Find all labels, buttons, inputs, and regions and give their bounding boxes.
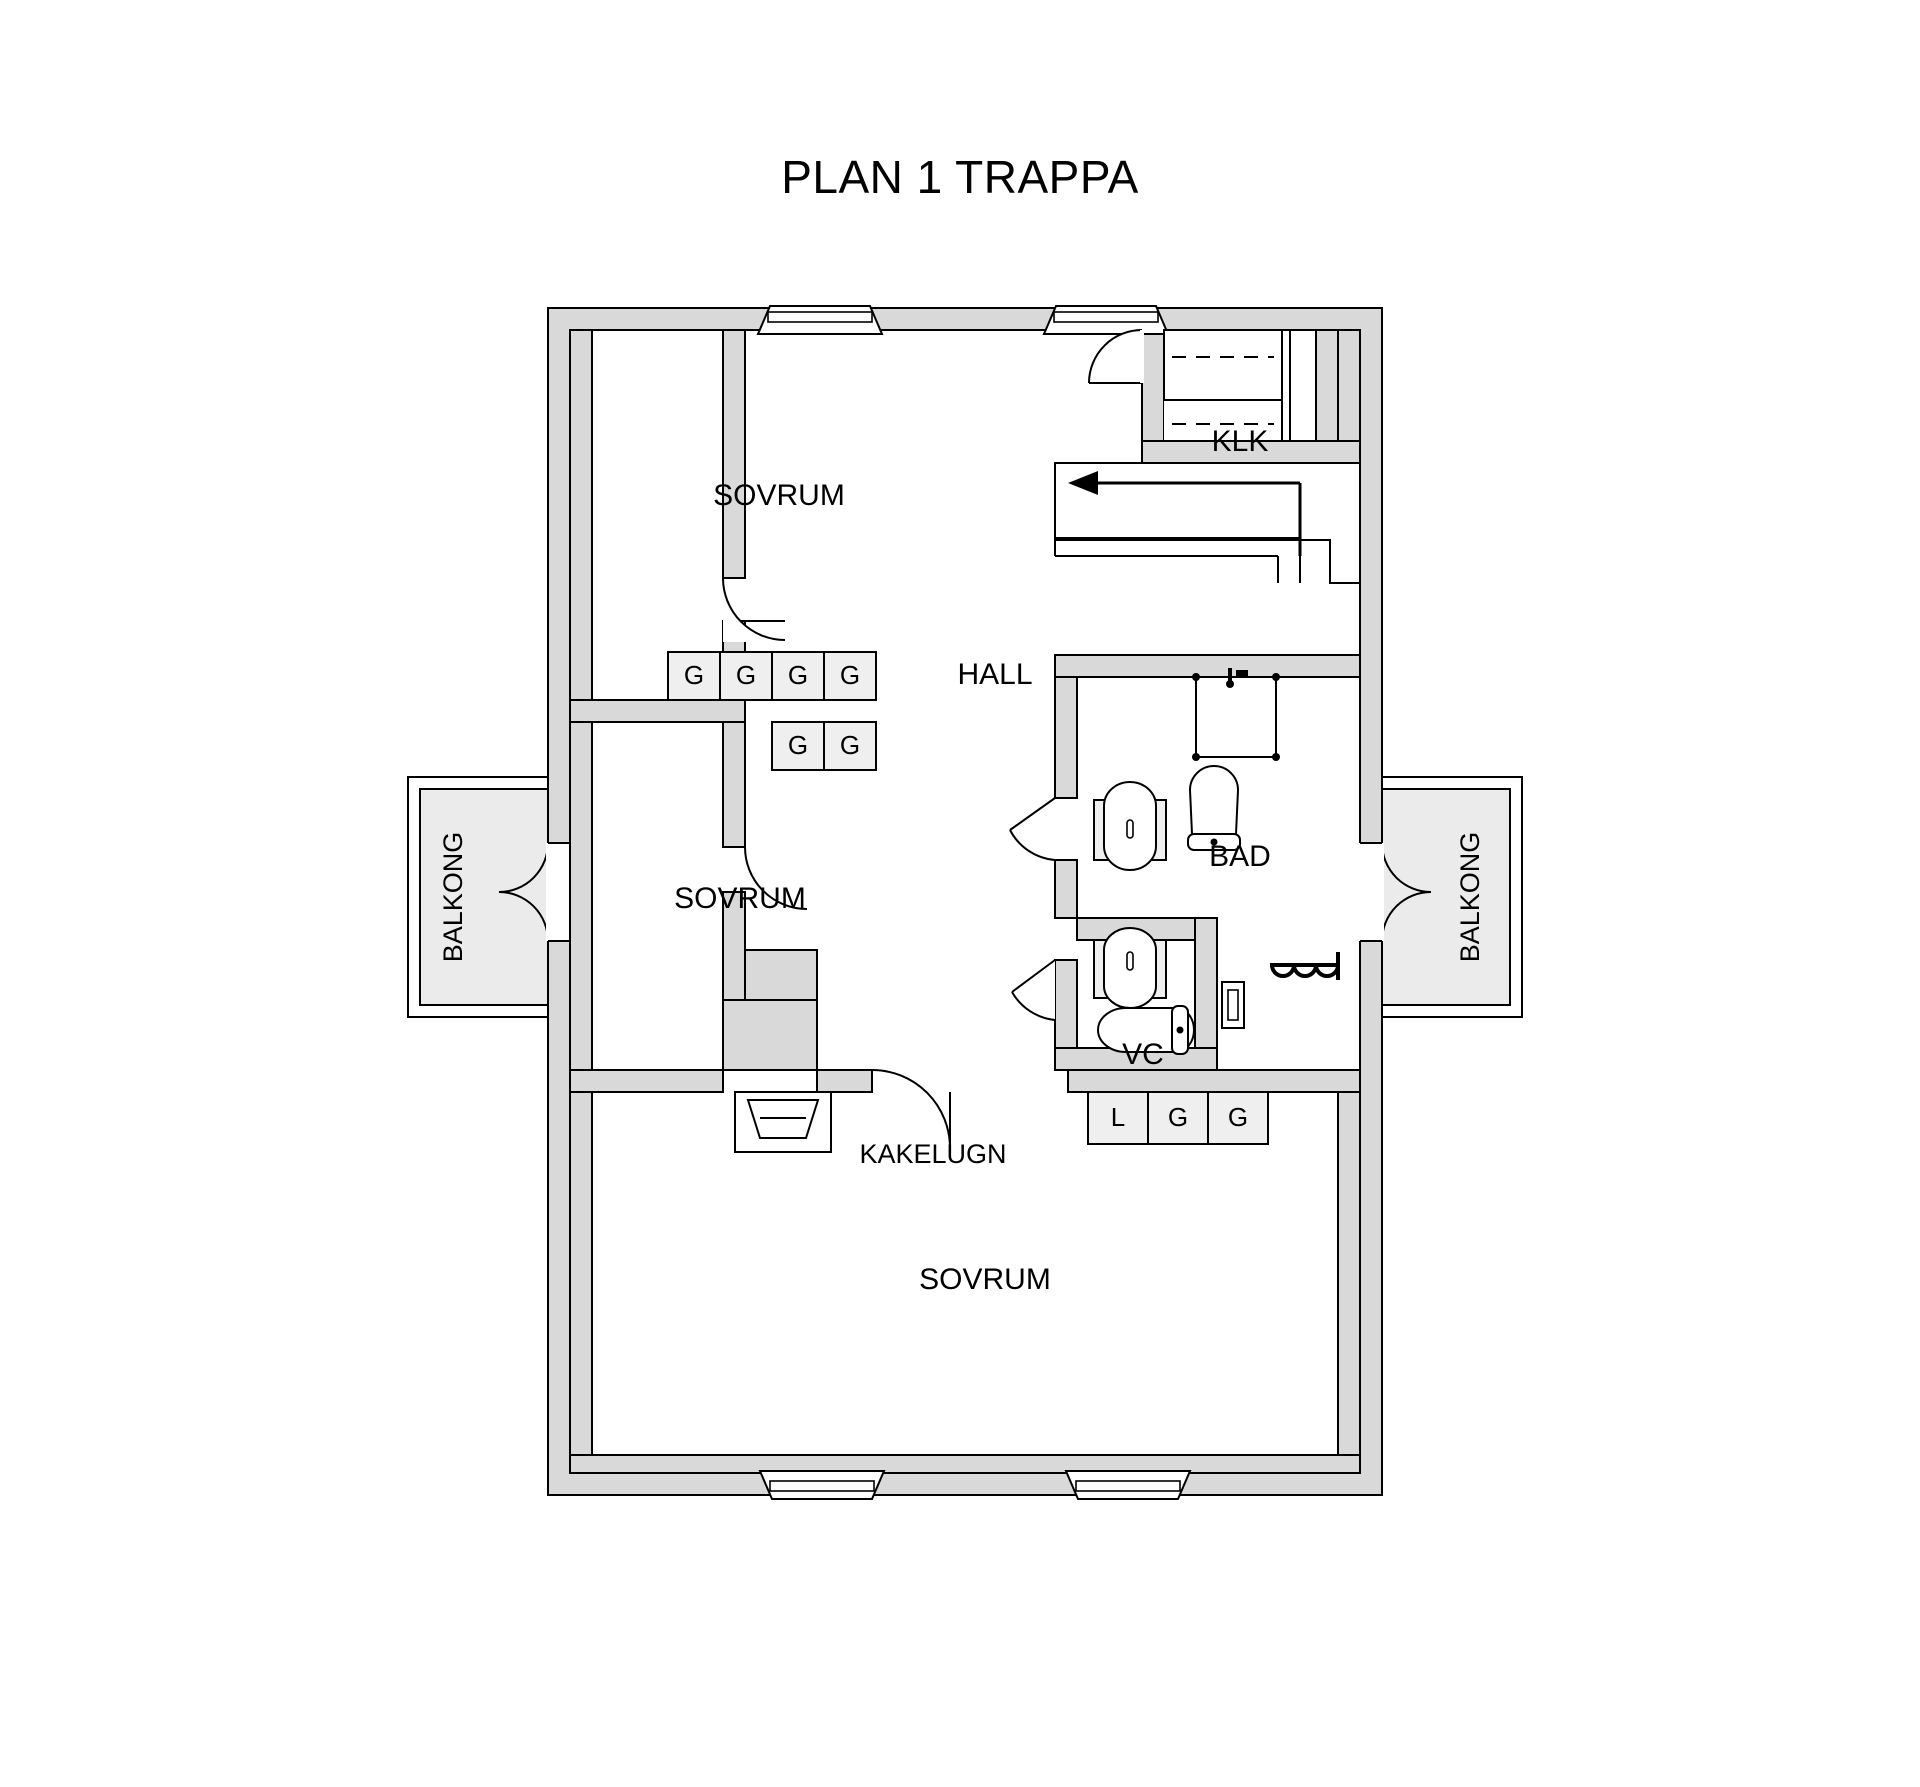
- door-sovrum-top-left: [722, 577, 786, 642]
- closet-box: L: [1087, 1091, 1149, 1145]
- closet-box: G: [719, 651, 773, 701]
- closet-box: G: [1207, 1091, 1269, 1145]
- balcony-left: BALKONG: [407, 776, 550, 1018]
- room-label-sovrum-bottom: SOVRUM: [919, 1263, 1051, 1296]
- klk-door: [1088, 329, 1144, 384]
- kakelugn-fixture: [734, 1091, 832, 1153]
- window-top-left: [756, 305, 884, 335]
- balcony-left-opening: [546, 843, 572, 941]
- vc-sink: [1093, 927, 1167, 1009]
- balcony-right-label: BALKONG: [1455, 832, 1485, 963]
- door-bad: [1009, 797, 1056, 861]
- room-label-bad: BAD: [1209, 840, 1271, 873]
- page-title: PLAN 1 TRAPPA: [781, 151, 1139, 203]
- room-label-hall: HALL: [957, 658, 1032, 691]
- door-vc: [1011, 959, 1056, 1021]
- room-label-vc: VC: [1122, 1038, 1164, 1071]
- room-label-sovrum-middle-left: SOVRUM: [674, 882, 806, 915]
- balcony-left-label: BALKONG: [438, 832, 468, 963]
- closet-box: G: [823, 651, 877, 701]
- room-label-klk: KLK: [1212, 425, 1269, 458]
- closet-label: G: [788, 660, 808, 690]
- closet-row-upper: G G G G: [667, 651, 877, 701]
- fixture-label-kakelugn: KAKELUGN: [859, 1139, 1006, 1169]
- closet-label: G: [736, 660, 756, 690]
- bad-towel-radiator: [1270, 952, 1340, 980]
- vc-toilet: [1097, 1005, 1195, 1055]
- closet-label: G: [1168, 1102, 1188, 1132]
- door-sovrum-middle: [744, 846, 808, 910]
- closet-box: G: [771, 651, 825, 701]
- closet-box: G: [771, 721, 825, 771]
- balcony-right-opening: [1358, 843, 1384, 941]
- closet-label: G: [788, 730, 808, 760]
- bad-sink: [1093, 781, 1167, 871]
- bad-toilet: [1187, 765, 1241, 851]
- closet-label: L: [1111, 1102, 1125, 1132]
- windows: [756, 305, 1192, 1500]
- stairs: [1054, 462, 1361, 584]
- closet-box: G: [667, 651, 721, 701]
- bad-shower: [1192, 668, 1280, 761]
- closet-box: G: [1147, 1091, 1209, 1145]
- window-top-hall: [1042, 305, 1170, 335]
- closet-row-lower: G G: [771, 721, 877, 771]
- bad-cabinet: [1221, 981, 1245, 1029]
- closet-row-bottom: L G G: [1087, 1091, 1269, 1145]
- window-bottom-left: [758, 1470, 886, 1500]
- interior-walls: [569, 329, 1361, 1474]
- closet-label: G: [684, 660, 704, 690]
- closet-label: G: [840, 660, 860, 690]
- window-bottom-right: [1064, 1470, 1192, 1500]
- closet-box: G: [823, 721, 877, 771]
- room-label-sovrum-top-left: SOVRUM: [713, 479, 845, 512]
- balcony-right: BALKONG: [1380, 776, 1523, 1018]
- closet-label: G: [1228, 1102, 1248, 1132]
- closet-label: G: [840, 730, 860, 760]
- door-sovrum-bottom: [871, 1069, 951, 1149]
- shower-mixer-icon: [1226, 668, 1248, 688]
- klk-shelves: [1163, 329, 1317, 442]
